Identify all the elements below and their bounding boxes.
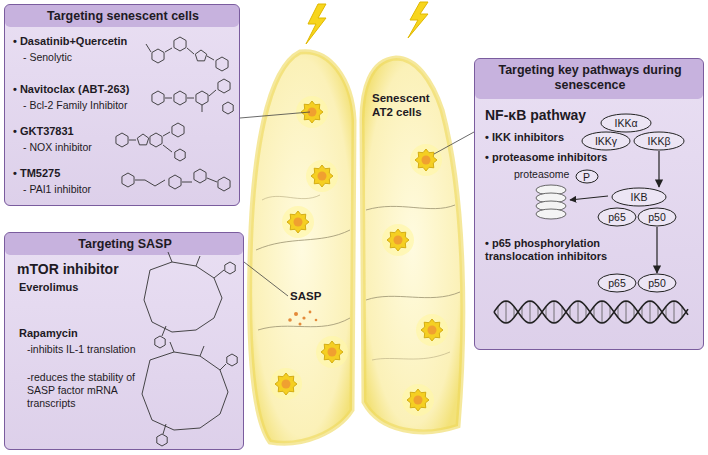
protein-ellipse: p65 (597, 207, 637, 227)
leader-line (240, 112, 310, 118)
protein-ellipse: IKKγ (581, 131, 631, 151)
leader-line (244, 262, 288, 296)
panel-item: NF-κB pathway (485, 107, 586, 124)
panel-item: - Senolytic (23, 51, 72, 64)
panel-item: - Bcl-2 Family Inhibitor (23, 99, 127, 112)
protein-label: IKKα (615, 117, 638, 129)
category-panel: Targeting SASP mTOR inhibitorEverolimusRa… (4, 232, 244, 450)
protein-ellipse: p50 (637, 273, 677, 293)
lightning-bolt (408, 2, 428, 38)
panel-item: Everolimus (19, 281, 78, 294)
panel-item: - PAI1 inhibitor (23, 183, 91, 196)
protein-label: IKB (631, 191, 648, 203)
sasp-dots (288, 311, 317, 326)
leader-line (434, 132, 474, 154)
category-panel: Targeting senescent cells • Dasatinib+Que… (4, 4, 240, 206)
panel-item: • GKT37831 (13, 125, 74, 138)
flow-arrow (656, 227, 657, 273)
panel-item: • proteasome inhibitors (485, 151, 607, 164)
panel-item: mTOR inhibitor (17, 261, 119, 278)
protein-ellipse: p65 (597, 273, 637, 293)
panel-ground (4, 232, 244, 450)
panel-header (475, 59, 703, 99)
proteasome-icon (536, 185, 566, 219)
panel-item: • IKK inhibitors (485, 131, 564, 144)
region-label: Senescent AT2 cells (372, 92, 450, 120)
panel-item: -inhibits IL-1 translation (27, 343, 139, 356)
panel-item: • Dasatinib+Quercetin (13, 35, 127, 48)
flow-arrow (658, 151, 659, 187)
protein-label: p65 (608, 277, 626, 289)
degradation-arrow (570, 196, 608, 200)
protein-ellipse: IKB (611, 187, 667, 207)
protein-label: p65 (608, 211, 626, 223)
panel-item: -reduces the stability of SASP factor mR… (27, 371, 139, 410)
protein-ellipse: IKKα (600, 113, 652, 133)
panel-item: • Navitoclax (ABT-263) (13, 83, 129, 96)
panel-item: - NOX inhibitor (23, 141, 92, 154)
dna-helix (494, 301, 688, 323)
protein-ellipse: P (575, 169, 599, 184)
protein-label: IKKβ (648, 135, 671, 147)
panel-title: Targeting key pathways during senescence (485, 63, 695, 93)
category-panel: IKKαIKKγ IKKβP IKB p65 p50 p65 p50 Targeting ke… (474, 58, 704, 350)
lung-illustration (250, 52, 463, 444)
panel-title: Targeting SASP (5, 237, 245, 252)
protein-label: p50 (648, 277, 666, 289)
protein-label: IKKγ (595, 135, 617, 147)
panel-item: • p65 phosphorylation translocation inhi… (485, 237, 613, 263)
region-label: SASP (290, 290, 321, 304)
panel-item: • TM5275 (13, 167, 60, 180)
panel-title: Targeting senescent cells (5, 9, 241, 24)
panel-item: Rapamycin (19, 327, 78, 340)
part-label: proteasome (514, 168, 569, 181)
protein-label: p50 (648, 211, 666, 223)
senescent-cell-icons (270, 96, 448, 416)
lightning-bolt (306, 4, 326, 44)
protein-ellipse: p50 (637, 207, 677, 227)
protein-ellipse: IKKβ (633, 131, 685, 151)
panel-ground (4, 4, 240, 206)
panel-ground (474, 58, 704, 350)
protein-label: P (583, 171, 590, 183)
